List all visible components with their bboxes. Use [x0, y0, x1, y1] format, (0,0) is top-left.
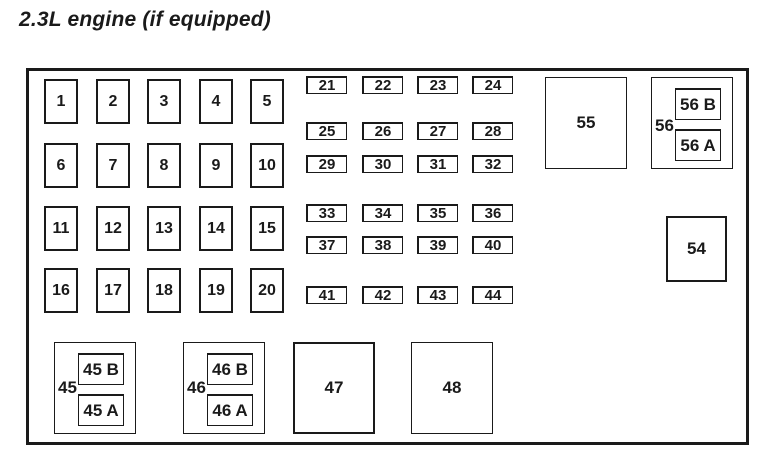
fuse-18: 18	[147, 268, 181, 313]
relay-55: 55	[545, 77, 627, 169]
relay-45b: 45 B	[78, 353, 124, 385]
fuse-33: 33	[306, 204, 347, 222]
fuse-4: 4	[199, 79, 233, 124]
fuse-14: 14	[199, 206, 233, 251]
fuse-21: 21	[306, 76, 347, 94]
fuse-24: 24	[472, 76, 513, 94]
fuse-37: 37	[306, 236, 347, 254]
relay-56b: 56 B	[675, 88, 721, 120]
relay-54: 54	[666, 216, 727, 282]
fuse-25: 25	[306, 122, 347, 140]
fuse-17: 17	[96, 268, 130, 313]
relay-47: 47	[293, 342, 375, 434]
fuse-31: 31	[417, 155, 458, 173]
relay-56-label: 56	[655, 116, 674, 135]
fuse-8: 8	[147, 143, 181, 188]
fuse-9: 9	[199, 143, 233, 188]
fuse-19: 19	[199, 268, 233, 313]
fuse-12: 12	[96, 206, 130, 251]
relay-48: 48	[411, 342, 493, 434]
fuse-38: 38	[362, 236, 403, 254]
fuse-panel-outline	[26, 68, 749, 445]
relay-45a: 45 A	[78, 394, 124, 426]
fuse-32: 32	[472, 155, 513, 173]
diagram-title: 2.3L engine (if equipped)	[19, 8, 271, 31]
fuse-1: 1	[44, 79, 78, 124]
relay-46a: 46 A	[207, 394, 253, 426]
fuse-42: 42	[362, 286, 403, 304]
fuse-41: 41	[306, 286, 347, 304]
fuse-20: 20	[250, 268, 284, 313]
relay-45-label: 45	[58, 378, 77, 397]
fuse-29: 29	[306, 155, 347, 173]
fuse-44: 44	[472, 286, 513, 304]
fuse-5: 5	[250, 79, 284, 124]
fuse-26: 26	[362, 122, 403, 140]
fuse-10: 10	[250, 143, 284, 188]
fuse-13: 13	[147, 206, 181, 251]
fuse-34: 34	[362, 204, 403, 222]
fuse-30: 30	[362, 155, 403, 173]
fuse-2: 2	[96, 79, 130, 124]
fuse-36: 36	[472, 204, 513, 222]
fuse-27: 27	[417, 122, 458, 140]
fuse-16: 16	[44, 268, 78, 313]
fuse-39: 39	[417, 236, 458, 254]
fuse-23: 23	[417, 76, 458, 94]
relay-46b: 46 B	[207, 353, 253, 385]
fuse-35: 35	[417, 204, 458, 222]
fuse-7: 7	[96, 143, 130, 188]
relay-45: 45 45 B 45 A	[54, 342, 136, 434]
fuse-40: 40	[472, 236, 513, 254]
fuse-22: 22	[362, 76, 403, 94]
relay-56a: 56 A	[675, 129, 721, 161]
fuse-3: 3	[147, 79, 181, 124]
fuse-15: 15	[250, 206, 284, 251]
fuse-11: 11	[44, 206, 78, 251]
relay-46-label: 46	[187, 378, 206, 397]
fuse-6: 6	[44, 143, 78, 188]
relay-56: 56 56 B 56 A	[651, 77, 733, 169]
relay-46: 46 46 B 46 A	[183, 342, 265, 434]
fuse-43: 43	[417, 286, 458, 304]
fuse-28: 28	[472, 122, 513, 140]
